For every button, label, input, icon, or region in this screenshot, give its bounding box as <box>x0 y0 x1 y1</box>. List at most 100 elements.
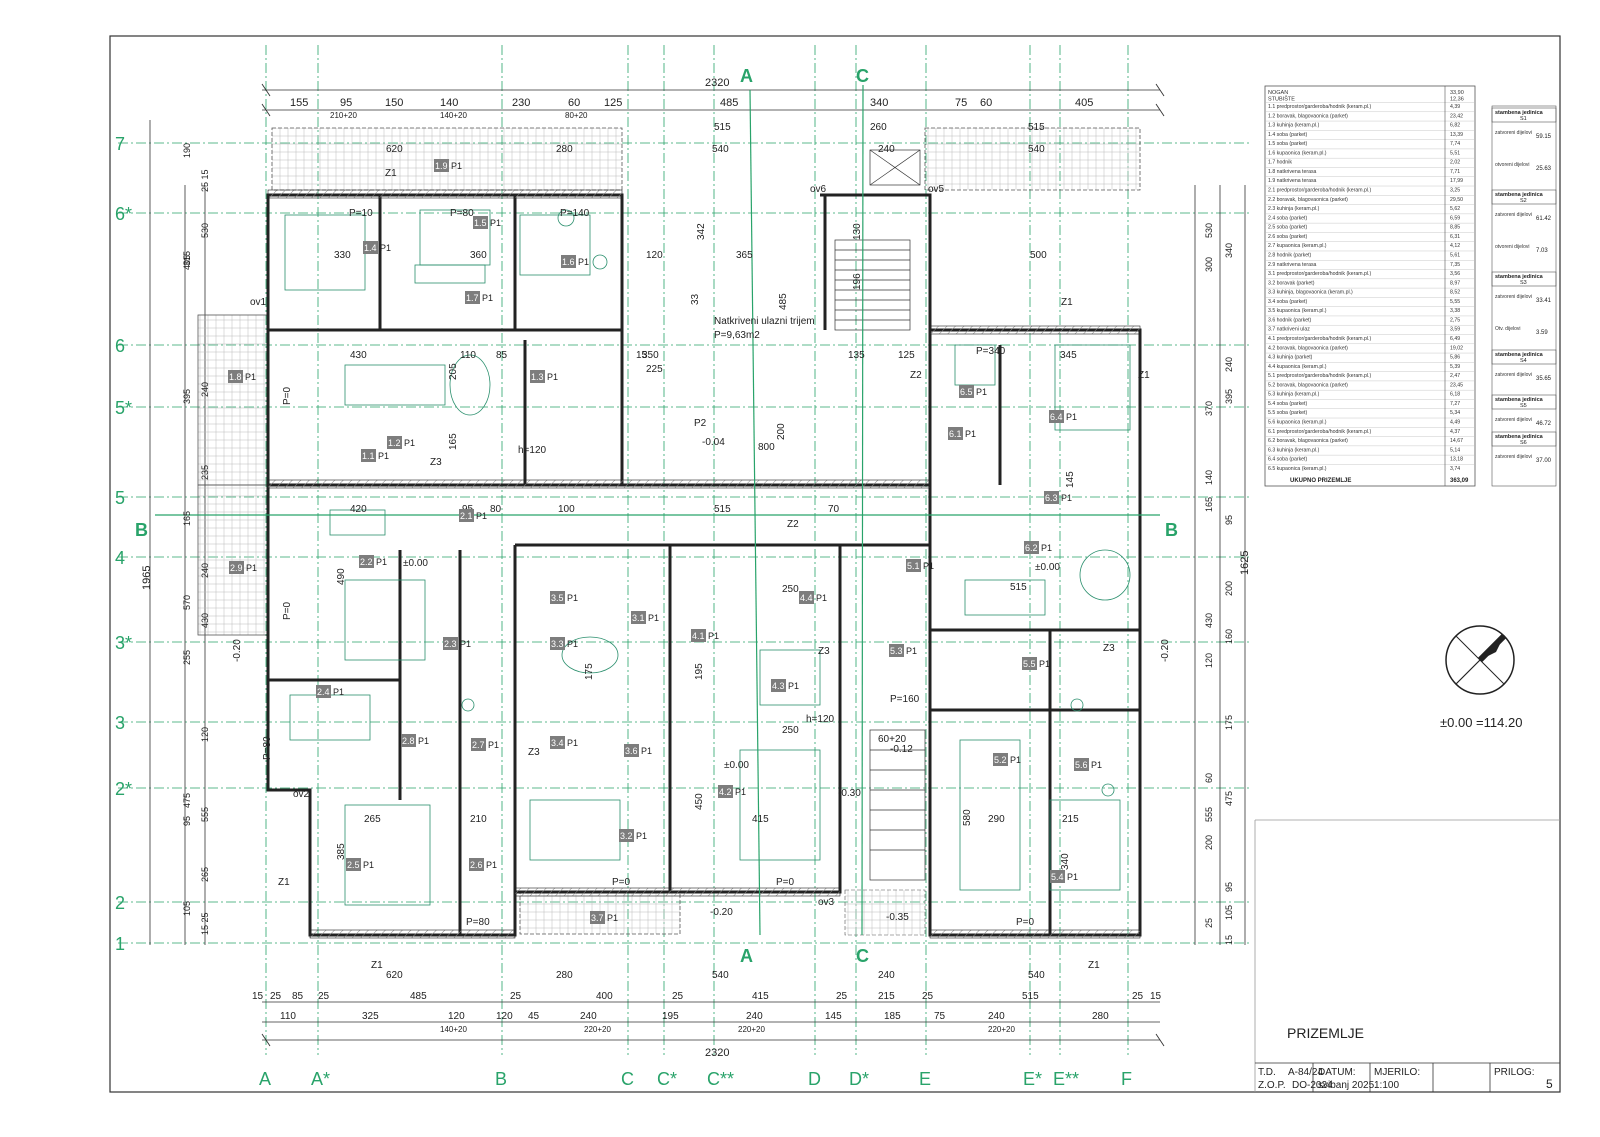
room-id: 1.4 <box>364 243 377 253</box>
at-row-label: 2.1 predprostor/garderoba/hodnik (keram.… <box>1268 188 1372 194</box>
room-id: 2.1 <box>460 511 473 521</box>
dim-bottom: 25 <box>1132 991 1144 1002</box>
at-row-label: 5.4 soba (parket) <box>1268 401 1307 407</box>
at-row-value: 8,52 <box>1450 290 1460 296</box>
p80-label-c: P=80 <box>262 736 273 760</box>
at-row-label: 4.2 boravak, blagovaonica (parket) <box>1268 345 1348 351</box>
room-id: 6.4 <box>1050 412 1063 422</box>
section-mark-B: B <box>1165 520 1178 540</box>
unit-open-value: 25.63 <box>1536 166 1552 172</box>
dim-left: 95 <box>182 816 192 826</box>
ov1-label: ov1 <box>250 297 267 308</box>
dim-350: 350 <box>642 350 659 361</box>
dim-430: 430 <box>350 350 367 361</box>
axis-row-7: 3 <box>115 713 125 733</box>
dim-right: 165 <box>1204 497 1214 512</box>
building-walls <box>266 193 1142 937</box>
dim-225: 225 <box>646 364 663 375</box>
p0-label-d: P=0 <box>776 877 795 888</box>
room-id: 2.5 <box>347 860 360 870</box>
at-row-value: 7,27 <box>1450 401 1460 407</box>
at-row-label: 2.7 kupaonica (keram.pl.) <box>1268 243 1327 249</box>
dim-60-20: 60+20 <box>878 734 907 745</box>
room-id: 1.1 <box>362 451 375 461</box>
room-tag: P1 <box>460 639 471 649</box>
porch-label: Natkriveni ulazni trijem <box>714 316 815 327</box>
at-row-value: 5,34 <box>1450 410 1460 416</box>
room-id: 5.3 <box>890 646 903 656</box>
room-id: 1.2 <box>388 438 401 448</box>
at-row-label: 2.8 hodnik (parket) <box>1268 252 1312 258</box>
at-row-value: 23,42 <box>1450 113 1463 119</box>
p2-label: P2 <box>694 418 707 429</box>
dim-left: 165 <box>182 511 192 526</box>
room-tag: P1 <box>418 736 429 746</box>
title-block: PRIZEMLJE T.D. A-84/24 Z.O.P. DO-2024 DA… <box>1254 819 1560 1092</box>
room-id: 5.5 <box>1023 659 1036 669</box>
dim-left-overall: 1965 <box>141 566 153 590</box>
room-id: 2.3 <box>444 639 457 649</box>
dim-right: 475 <box>1224 791 1234 806</box>
at-header2: STUBIŠTE <box>1268 96 1295 103</box>
north-arrow-icon <box>1445 625 1515 695</box>
dim-right: 200 <box>1224 581 1234 596</box>
dim-bottom: 400 <box>596 991 613 1002</box>
dim-80: 80 <box>490 504 502 515</box>
at-row-label: 3.7 natkriveni ulaz <box>1268 327 1310 333</box>
room-tag: P1 <box>788 681 799 691</box>
dim-right-overall: 1625 <box>1239 551 1251 575</box>
dim-85: 85 <box>496 350 508 361</box>
level-note: ±0.00 =114.20 <box>1440 715 1522 730</box>
dim-bottom: 25 <box>318 991 330 1002</box>
at-row-value: 14,67 <box>1450 438 1463 444</box>
wall-hatch <box>267 189 1141 939</box>
dim-165: 165 <box>448 433 459 450</box>
at-row-value: 7,71 <box>1450 169 1460 175</box>
dim-right: 395 <box>1224 389 1234 404</box>
dim-left: 190 <box>182 143 192 158</box>
svg-text:33,90: 33,90 <box>1450 90 1464 96</box>
axis-row-8: 2* <box>115 779 132 799</box>
dim-left: 15 25 <box>200 912 210 935</box>
level-m035: -0.35 <box>886 912 909 923</box>
at-row-label: 5.1 predprostor/garderoba/hodnik (keram.… <box>1268 373 1372 379</box>
dim-70: 70 <box>828 504 840 515</box>
level-m020-a: -0.20 <box>232 639 243 662</box>
p160-label: P=160 <box>890 694 920 705</box>
at-row-value: 13,39 <box>1450 132 1463 138</box>
at-row-label: 6.4 soba (parket) <box>1268 457 1307 463</box>
mjerilo-value: 1:100 <box>1374 1080 1399 1091</box>
at-header: NOGAN <box>1268 90 1288 96</box>
room-id: 6.2 <box>1025 543 1038 553</box>
dim-215: 215 <box>1062 814 1079 825</box>
room-id: 1.7 <box>466 293 479 303</box>
dim-bottom: 485 <box>410 991 427 1002</box>
dim-right: 160 <box>1224 629 1234 644</box>
dim-265: 265 <box>364 814 381 825</box>
section-mark-C: C <box>856 66 869 86</box>
at-row-value: 4,39 <box>1450 104 1460 110</box>
dim-top: 230 <box>512 97 530 109</box>
dim-right: 15 <box>1224 935 1234 945</box>
h120-b: h=120 <box>806 714 835 725</box>
unit-closed-label: zatvoreni dijelovi <box>1495 417 1532 423</box>
dim-top: 155 <box>290 97 308 109</box>
sheet-name: PRIZEMLJE <box>1287 1025 1364 1041</box>
unit-sub: S5 <box>1520 403 1527 409</box>
dim-bottom-2: 110 <box>280 1011 296 1022</box>
room-tag: P1 <box>816 593 827 603</box>
dim-top-overall: 2320 <box>705 77 729 89</box>
room-id: 4.1 <box>692 631 705 641</box>
room-tag: P1 <box>451 161 462 171</box>
dim-bottom: 25 <box>922 991 934 1002</box>
zop-label: Z.O.P. <box>1258 1080 1286 1091</box>
dimension-ticks <box>261 83 1165 1047</box>
axis-col-9: E* <box>1023 1069 1042 1089</box>
dim-top: 340 <box>870 97 888 109</box>
